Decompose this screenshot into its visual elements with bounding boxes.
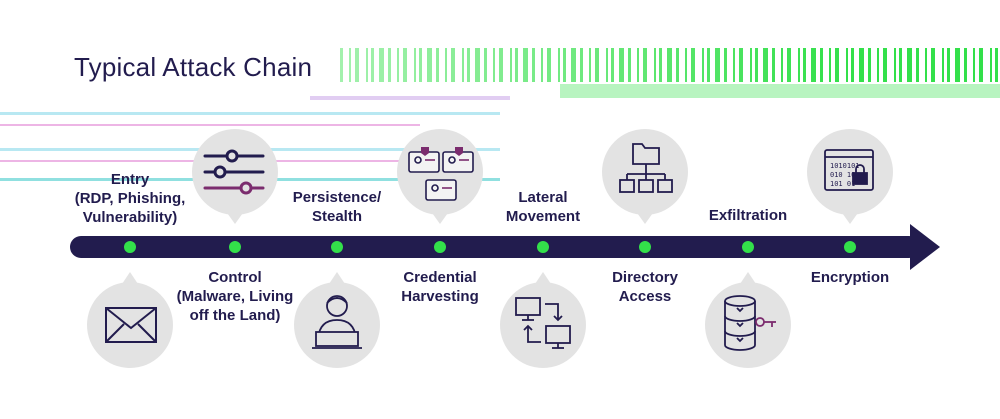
- stage-persistence-dot: [331, 241, 343, 253]
- stage-lateral-bubble: [500, 272, 586, 368]
- stage-entry-bubble: [87, 272, 173, 368]
- stage-control-dot: [229, 241, 241, 253]
- stage-entry-label: Entry(RDP, Phishing,Vulnerability): [74, 171, 186, 226]
- stage-entry-dot: [124, 241, 136, 253]
- svg-text:010 10: 010 10: [830, 171, 855, 179]
- user-laptop-icon: [312, 295, 362, 349]
- stage-directory-dot: [639, 241, 651, 253]
- stage-exfiltration-label: Exfiltration: [708, 207, 788, 224]
- svg-text:101 01: 101 01: [830, 180, 855, 188]
- diagram-title: Typical Attack Chain: [74, 52, 313, 82]
- stage-exfiltration-dot: [742, 241, 754, 253]
- envelope-icon: [105, 307, 157, 343]
- stage-encryption-label: Encryption: [810, 269, 890, 286]
- encrypted-file-icon: 1010101 010 10 101 01: [824, 149, 874, 191]
- stage-lateral-dot: [537, 241, 549, 253]
- stage-directory-bubble: [602, 129, 688, 224]
- stage-encryption-dot: [844, 241, 856, 253]
- svg-text:1010101: 1010101: [830, 162, 860, 170]
- timeline-arrow: [70, 224, 940, 270]
- decorative-green-stripes: [340, 48, 1000, 98]
- database-key-icon: [724, 295, 776, 351]
- stage-persistence-label: Persistence/Stealth: [292, 189, 382, 225]
- id-cards-icon: [408, 147, 474, 201]
- computers-exchange-icon: [515, 297, 571, 349]
- folder-tree-icon: [619, 143, 673, 193]
- sliders-icon: [203, 149, 265, 195]
- stage-credential-dot: [434, 241, 446, 253]
